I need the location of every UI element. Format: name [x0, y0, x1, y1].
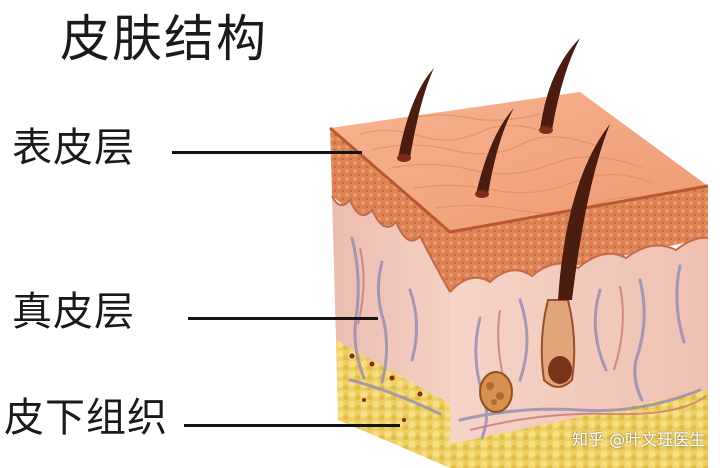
stratum-corneum-edge	[329, 126, 709, 234]
leader-line-subcutaneous	[184, 424, 400, 427]
subcutaneous-fat-right	[450, 390, 708, 468]
skin-surface-top	[330, 92, 708, 232]
subcutaneous-fat-left	[336, 340, 450, 468]
leader-line-dermis	[188, 317, 378, 320]
dermis-left-face	[332, 196, 450, 404]
hair-follicle	[540, 299, 576, 388]
label-epidermis: 表皮层	[12, 125, 135, 171]
sweat-duct-dots	[349, 353, 423, 422]
label-dermis: 真皮层	[12, 289, 135, 335]
diagram-title: 皮肤结构	[60, 10, 268, 68]
hair-shafts	[398, 38, 610, 300]
leader-line-epidermis	[172, 151, 362, 154]
watermark: 知乎 @叶文珏医生	[572, 430, 706, 449]
hair-pores	[397, 126, 553, 198]
label-subcutaneous: 皮下组织	[4, 395, 168, 441]
sebaceous-gland	[479, 371, 513, 413]
dermal-papillae	[331, 195, 709, 293]
